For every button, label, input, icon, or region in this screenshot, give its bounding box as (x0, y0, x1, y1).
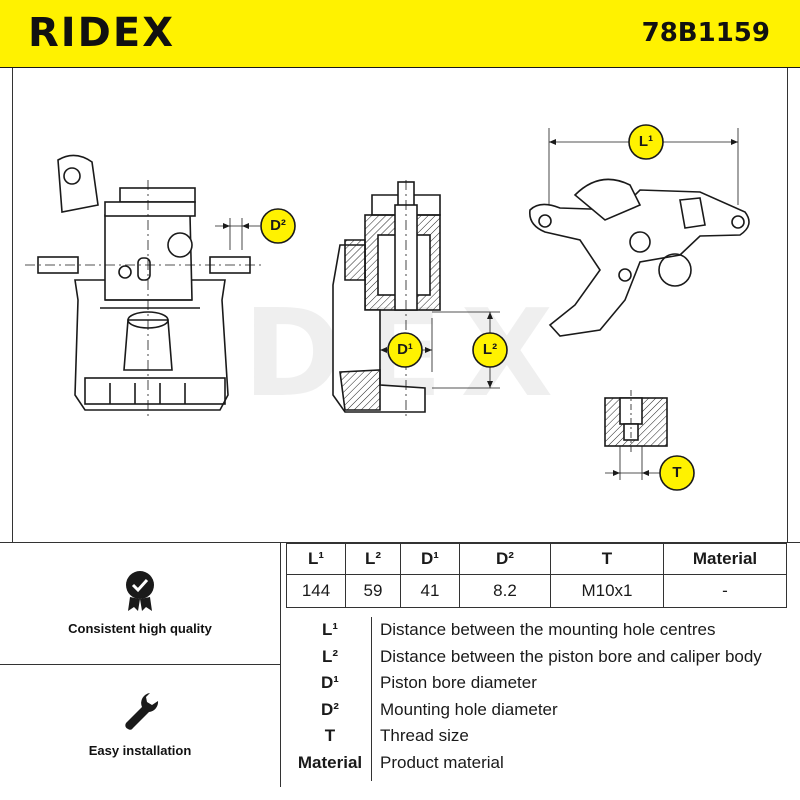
caliper-perspective-view (528, 128, 750, 337)
frame-bottom-divider (0, 542, 800, 543)
feature-installation-label: Easy installation (88, 743, 192, 758)
legend-row: Material Product material (286, 750, 762, 777)
legend-desc: Thread size (380, 726, 469, 746)
specs-header-material: Material (663, 543, 787, 575)
legend-desc: Distance between the piston bore and cal… (380, 646, 762, 666)
caliper-section-view (332, 180, 500, 420)
feature-installation: Easy installation (0, 665, 281, 787)
dimension-badges (260, 124, 695, 491)
badge-l2-label: L² (482, 341, 498, 358)
specs-value-l2: 59 (345, 574, 401, 608)
shield-check-icon (120, 565, 160, 613)
dimension-legend: L¹ Distance between the mounting hole ce… (286, 617, 762, 776)
specs-header-l1: L¹ (286, 543, 346, 575)
badge-l2 (472, 332, 508, 368)
specs-header-d2: D² (459, 543, 551, 575)
frame-right (787, 68, 788, 542)
specs-value-l1: 144 (286, 574, 346, 608)
legend-row: L² Distance between the piston bore and … (286, 644, 762, 671)
wrench-icon (120, 687, 160, 735)
specs-value-d2: 8.2 (459, 574, 551, 608)
brand-logo: RIDEX (28, 10, 176, 56)
feature-quality-label: Consistent high quality (68, 621, 212, 636)
badge-d1-label: D¹ (397, 341, 413, 358)
technical-drawing: RIDEX (0, 68, 800, 542)
legend-row: D² Mounting hole diameter (286, 697, 762, 724)
specs-header-d1: D¹ (400, 543, 460, 575)
caliper-front-view (25, 154, 265, 420)
specs-value-row: 144 59 41 8.2 M10x1 - (286, 574, 787, 608)
legend-row: T Thread size (286, 723, 762, 750)
specs-header-l2: L² (345, 543, 401, 575)
legend-row: L¹ Distance between the mounting hole ce… (286, 617, 762, 644)
legend-divider (371, 617, 372, 781)
specs-table: L¹ L² D¹ D² T Material 144 59 41 8.2 M10… (286, 543, 787, 608)
badge-l1 (628, 124, 664, 160)
specs-value-material: - (663, 574, 787, 608)
part-number: 78B1159 (641, 18, 770, 48)
legend-key: Material (297, 752, 363, 772)
specs-value-t: M10x1 (550, 574, 664, 608)
specs-value-d1: 41 (400, 574, 460, 608)
frame-left (12, 68, 13, 542)
thread-detail-view (604, 390, 668, 480)
badge-t (659, 455, 695, 491)
header-bar: RIDEX 78B1159 (0, 0, 800, 68)
legend-desc: Mounting hole diameter (380, 699, 558, 719)
legend-desc: Product material (380, 752, 504, 772)
legend-row: D¹ Piston bore diameter (286, 670, 762, 697)
specs-header-t: T (550, 543, 664, 575)
caliper-drawings (25, 124, 750, 491)
badge-t-label: T (672, 464, 682, 481)
badge-l1-label: L¹ (638, 133, 654, 150)
specs-header-row: L¹ L² D¹ D² T Material (286, 543, 787, 575)
legend-key: D¹ (321, 673, 339, 693)
legend-key: L² (321, 646, 339, 666)
legend-key: T (324, 726, 336, 746)
badge-d2 (260, 208, 296, 244)
badge-d1 (387, 332, 423, 368)
legend-desc: Distance between the mounting hole centr… (380, 620, 716, 640)
feature-quality: Consistent high quality (0, 543, 281, 665)
legend-key: L¹ (321, 620, 339, 640)
legend-key: D² (321, 699, 339, 719)
legend-desc: Piston bore diameter (380, 673, 537, 693)
badge-d2-label: D² (270, 217, 286, 234)
